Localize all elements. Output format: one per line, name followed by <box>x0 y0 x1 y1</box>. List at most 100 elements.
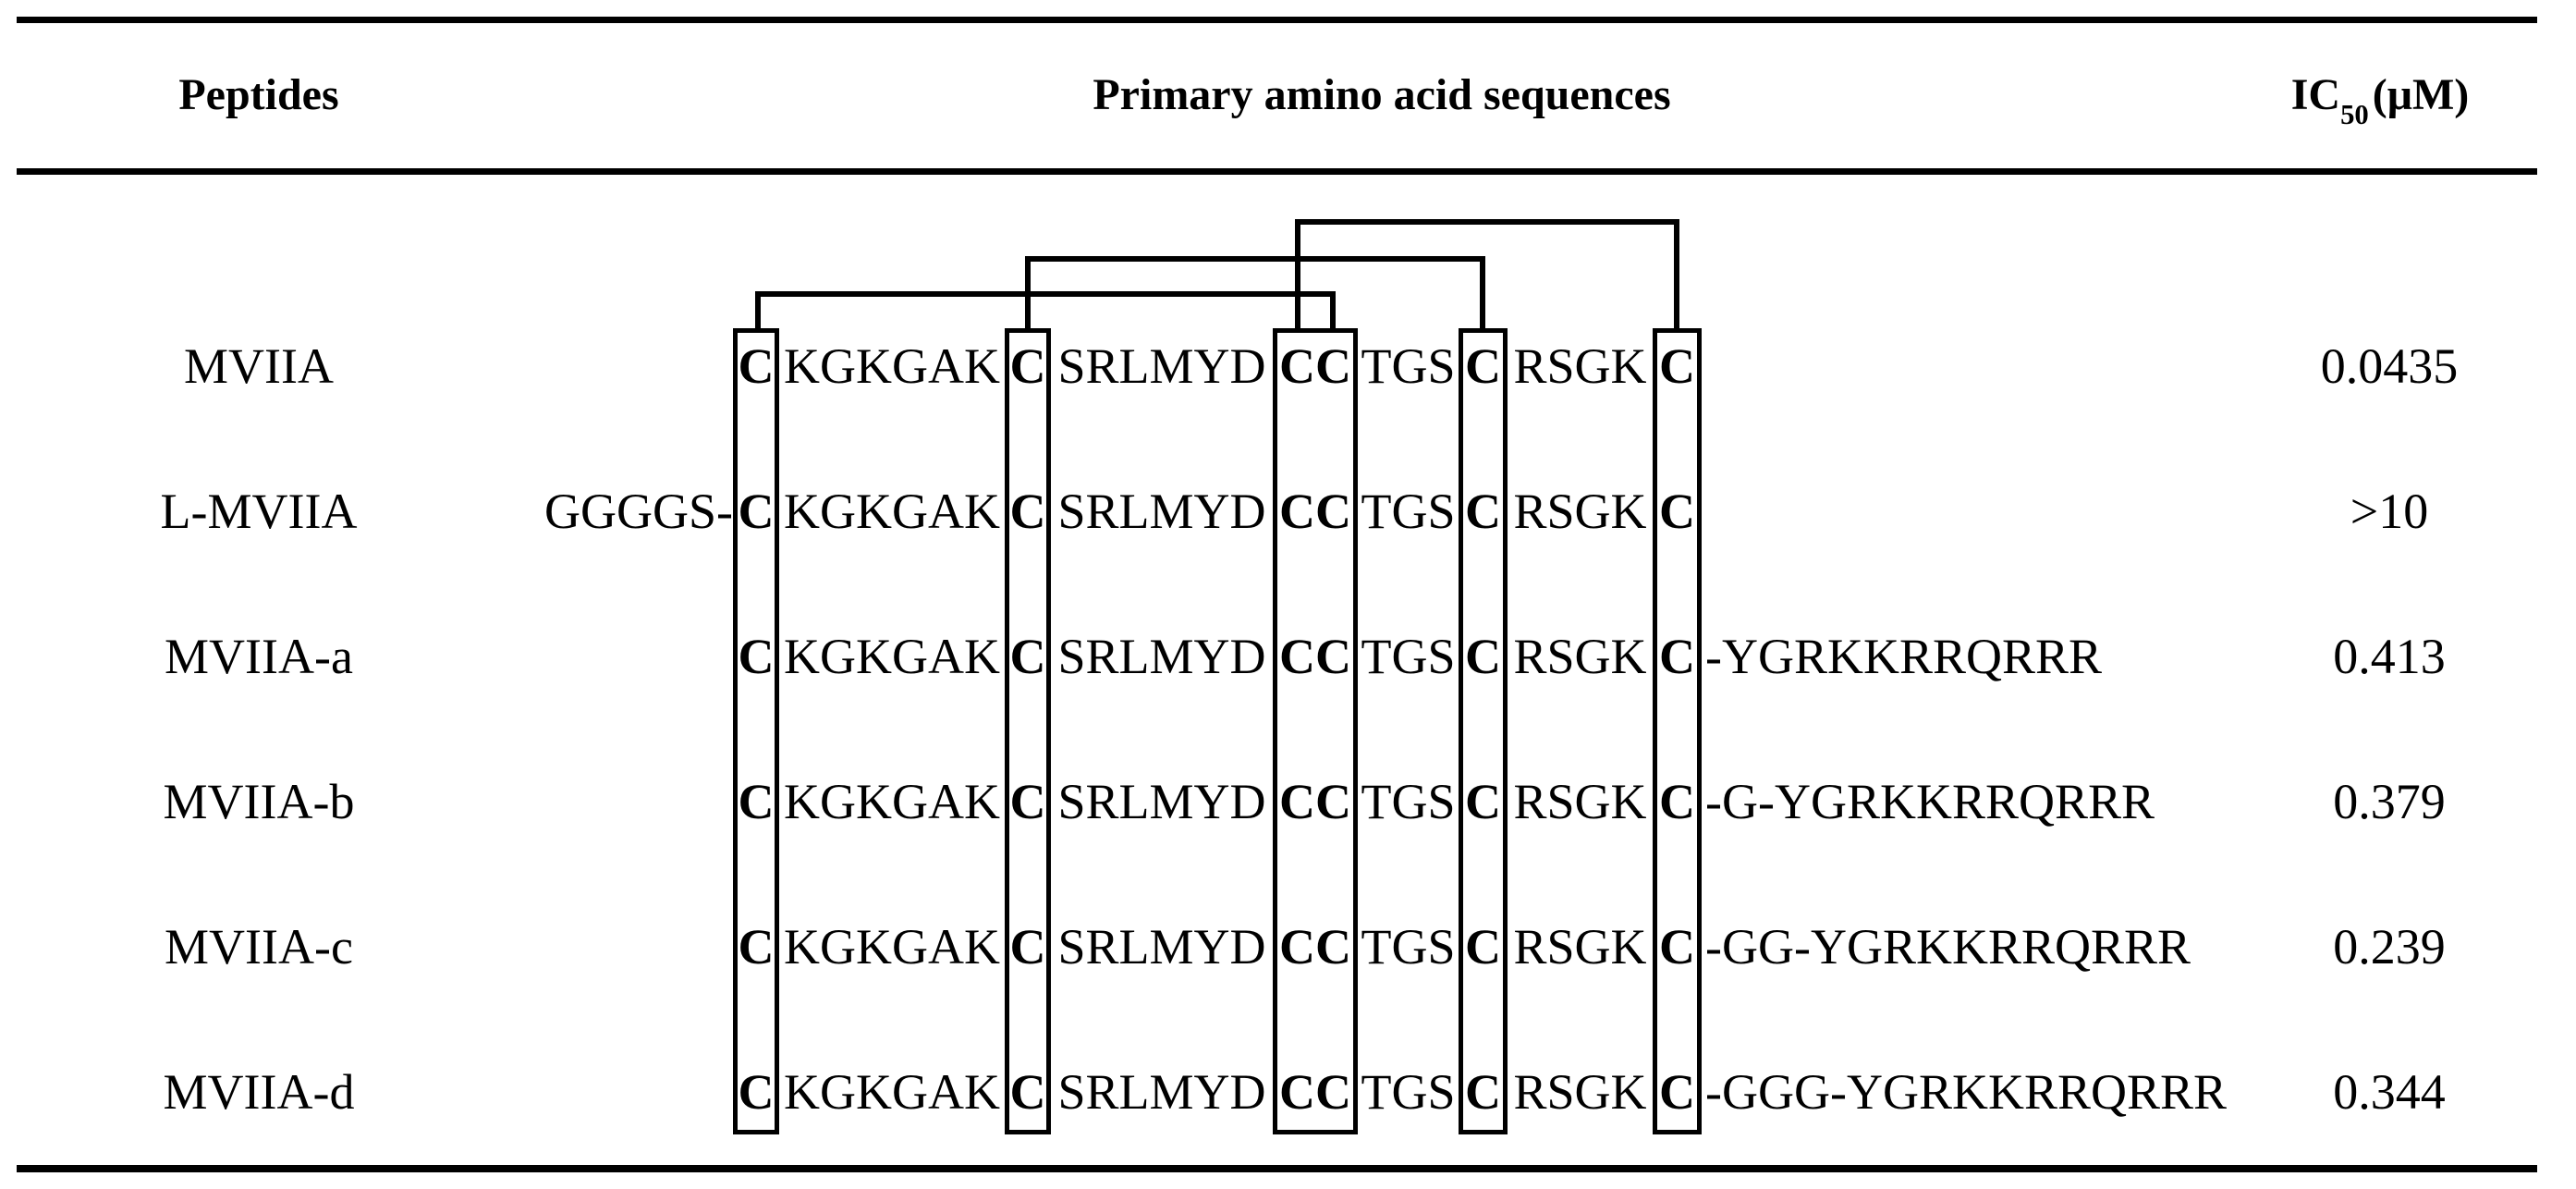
disulfide-bond-3-left-stem <box>1295 219 1300 328</box>
ic50-value: 0.379 <box>2333 774 2446 829</box>
cysteine-column-box-cc-pair <box>1273 328 1358 1134</box>
ic50-value: 0.344 <box>2333 1064 2446 1120</box>
cysteine-column-box-1 <box>733 328 779 1134</box>
peptide-name: MVIIA <box>184 338 334 394</box>
sequence-prefix <box>462 1063 733 1121</box>
cysteine-residue-1: C <box>738 774 775 829</box>
sequence-prefix <box>462 918 733 975</box>
sequence-segment-1: KGKGAK <box>784 629 1000 684</box>
column-header-ic50: IC50 (μM) <box>2218 67 2542 129</box>
cysteine-residue-6: C <box>1659 338 1695 394</box>
disulfide-bond-2-left-stem <box>1025 256 1031 328</box>
sequence-segment-2: SRLMYD <box>1057 774 1266 829</box>
cysteine-residue-5: C <box>1465 629 1501 684</box>
cysteine-residue-1: C <box>738 629 775 684</box>
column-header-peptides: Peptides <box>178 70 339 119</box>
sequence-segment-1: KGKGAK <box>784 484 1000 539</box>
table-bottom-rule <box>17 1165 2537 1172</box>
sequence-row: L-MVIIA GGGGS- C KGKGAK C SRLMYD CC TGS … <box>0 483 2576 540</box>
ic50-base-text: IC <box>2290 70 2341 119</box>
sequence-segment-1: KGKGAK <box>784 1064 1000 1120</box>
sequence-prefix <box>462 773 733 830</box>
sequence-segment-1: KGKGAK <box>784 774 1000 829</box>
sequence-segment-2: SRLMYD <box>1057 1064 1266 1120</box>
cysteine-residue-pair: CC <box>1279 338 1351 394</box>
ic50-value: 0.413 <box>2333 629 2446 684</box>
sequence-segment-4: RSGK <box>1513 629 1647 684</box>
cysteine-residue-pair: CC <box>1279 629 1351 684</box>
cysteine-residue-5: C <box>1465 338 1501 394</box>
cysteine-residue-1: C <box>738 1064 775 1120</box>
cysteine-residue-2: C <box>1009 629 1046 684</box>
ic50-value: >10 <box>2350 484 2429 539</box>
sequence-segment-1: KGKGAK <box>784 919 1000 974</box>
sequence-segment-3: TGS <box>1361 774 1456 829</box>
sequence-segment-4: RSGK <box>1513 338 1647 394</box>
sequence-segment-1: KGKGAK <box>784 338 1000 394</box>
peptide-name: L-MVIIA <box>160 484 358 539</box>
sequence-row: MVIIA C KGKGAK C SRLMYD CC TGS C RSGK C … <box>0 337 2576 395</box>
sequence-row: MVIIA-c C KGKGAK C SRLMYD CC TGS C RSGK … <box>0 918 2576 975</box>
tat-tag-suffix: -YGRKKRRQRRR <box>1705 629 2103 684</box>
cysteine-residue-6: C <box>1659 774 1695 829</box>
cysteine-residue-2: C <box>1009 774 1046 829</box>
sequence-segment-3: TGS <box>1361 338 1456 394</box>
disulfide-bond-2-line <box>1025 256 1485 262</box>
peptide-name: MVIIA-b <box>163 774 355 829</box>
peptide-name: MVIIA-a <box>165 629 353 684</box>
cysteine-residue-1: C <box>738 919 775 974</box>
sequence-segment-2: SRLMYD <box>1057 484 1266 539</box>
cysteine-residue-5: C <box>1465 774 1501 829</box>
sequence-segment-4: RSGK <box>1513 1064 1647 1120</box>
cysteine-residue-5: C <box>1465 919 1501 974</box>
sequence-segment-3: TGS <box>1361 484 1456 539</box>
sequence-prefix <box>462 628 733 685</box>
sequence-segment-4: RSGK <box>1513 774 1647 829</box>
disulfide-bond-2-right-stem <box>1480 256 1485 328</box>
peptide-name: MVIIA-d <box>163 1064 355 1120</box>
sequence-segment-3: TGS <box>1361 1064 1456 1120</box>
cysteine-column-box-4 <box>1459 328 1508 1134</box>
cysteine-residue-1: C <box>738 338 775 394</box>
header-divider-rule <box>17 168 2537 175</box>
cysteine-residue-5: C <box>1465 1064 1501 1120</box>
cysteine-residue-pair: CC <box>1279 484 1351 539</box>
disulfide-bond-1-right-stem <box>1330 291 1336 328</box>
cysteine-residue-2: C <box>1009 1064 1046 1120</box>
ic50-subscript: 50 <box>2340 99 2369 131</box>
cysteine-residue-2: C <box>1009 338 1046 394</box>
tat-tag-suffix: -G-YGRKKRRQRRR <box>1705 774 2155 829</box>
sequence-segment-3: TGS <box>1361 919 1456 974</box>
disulfide-bond-3-line <box>1295 219 1679 225</box>
sequence-segment-2: SRLMYD <box>1057 919 1266 974</box>
sequence-row: MVIIA-b C KGKGAK C SRLMYD CC TGS C RSGK … <box>0 773 2576 830</box>
cysteine-residue-6: C <box>1659 919 1695 974</box>
column-header-sequences: Primary amino acid sequences <box>1093 70 1671 119</box>
sequence-prefix: GGGGS- <box>543 484 733 539</box>
disulfide-bond-3-right-stem <box>1674 219 1679 328</box>
cysteine-column-box-5 <box>1653 328 1702 1134</box>
cysteine-residue-pair: CC <box>1279 1064 1351 1120</box>
cysteine-column-box-2 <box>1005 328 1051 1134</box>
sequence-segment-4: RSGK <box>1513 484 1647 539</box>
table-top-rule <box>17 17 2537 23</box>
ic50-value: 0.239 <box>2333 919 2446 974</box>
sequence-segment-4: RSGK <box>1513 919 1647 974</box>
peptide-name: MVIIA-c <box>165 919 353 974</box>
cysteine-residue-2: C <box>1009 484 1046 539</box>
cysteine-residue-pair: CC <box>1279 774 1351 829</box>
cysteine-residue-6: C <box>1659 1064 1695 1120</box>
cysteine-residue-2: C <box>1009 919 1046 974</box>
cysteine-residue-5: C <box>1465 484 1501 539</box>
disulfide-bond-1-left-stem <box>755 291 761 328</box>
sequence-segment-2: SRLMYD <box>1057 338 1266 394</box>
sequence-segment-3: TGS <box>1361 629 1456 684</box>
cysteine-residue-1: C <box>738 484 775 539</box>
disulfide-bond-1-line <box>755 291 1336 297</box>
cysteine-residue-6: C <box>1659 484 1695 539</box>
sequence-row: MVIIA-a C KGKGAK C SRLMYD CC TGS C RSGK … <box>0 628 2576 685</box>
ic50-unit-text: (μM) <box>2372 70 2470 119</box>
cysteine-residue-pair: CC <box>1279 919 1351 974</box>
tat-tag-suffix: -GG-YGRKKRRQRRR <box>1705 919 2191 974</box>
